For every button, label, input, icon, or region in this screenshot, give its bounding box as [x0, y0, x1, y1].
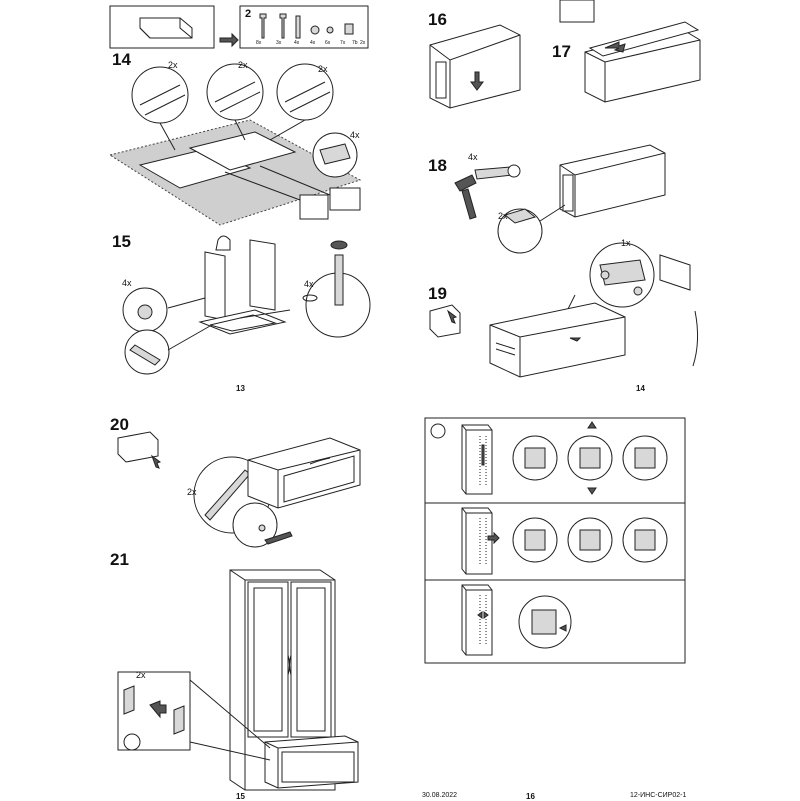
part-label-3: 4x [294, 40, 300, 46]
part-label-1: 8x [256, 40, 262, 46]
page-16: 30.08.2022 16 12-ИНС-СИР02-1 [400, 400, 800, 801]
drawer-part-box [109, 5, 369, 49]
step-21-illustration [117, 569, 359, 791]
step-18-number: 18 [428, 156, 447, 175]
step-14-illustration [108, 63, 362, 226]
drawer-icon [117, 431, 159, 463]
page-14: 16 17 18 4x 2x 19 [400, 0, 800, 400]
info-panel [424, 417, 686, 664]
page-14-number: 14 [636, 384, 645, 393]
hammer-icon [454, 174, 477, 220]
step-14-count-4: 4x [350, 130, 360, 140]
step-14-count-3: 2x [318, 64, 328, 74]
step-18-count-1: 4x [468, 152, 478, 162]
step-20-count-1: 2x [187, 487, 197, 497]
step-18-count-2: 2x [498, 211, 508, 221]
part-label-6: 7x [340, 40, 346, 46]
step-15-illustration [122, 235, 371, 375]
step-14-count-1: 2x [168, 60, 178, 70]
step-21-count-1: 2x [136, 670, 146, 680]
page-16-number: 16 [526, 792, 535, 801]
arrow-icon [149, 700, 167, 719]
part-label-5: 6x [325, 40, 331, 46]
info-icon [430, 423, 446, 439]
part-label-8: 2x [360, 40, 366, 46]
part-label-2: 3x [276, 40, 282, 46]
part-label-4: 4x [310, 40, 316, 46]
step-14-count-2: 2x [238, 60, 248, 70]
page-15: 20 2x 21 2x 15 [0, 400, 400, 801]
step-21-number: 21 [110, 550, 129, 569]
page-15-number: 15 [236, 792, 245, 801]
step-19-number: 19 [428, 284, 447, 303]
step-19-illustration [429, 242, 699, 378]
footer-date: 30.08.2022 [422, 792, 458, 799]
step-15-number: 15 [112, 232, 131, 251]
step-16-number: 16 [428, 10, 447, 29]
hand-icon [215, 235, 231, 251]
box-step-number: 2 [245, 8, 252, 20]
screw-icon [474, 166, 513, 180]
part-label-7: 7b [352, 40, 358, 46]
step-14-number: 14 [112, 50, 131, 69]
page-13-number: 13 [236, 384, 245, 393]
step-15-count-2: 4x [304, 279, 314, 289]
arrow-icon [470, 71, 484, 91]
step-18-illustration [454, 144, 666, 254]
step-15-count-1: 4x [122, 278, 132, 288]
step-20-illustration [117, 431, 361, 548]
step-16-17-illustration [429, 0, 701, 109]
page-13: 2 8x 3x 4x 4x 6x 7x 7b 2x 14 2x 2x 2x 4x… [0, 0, 400, 400]
step-20-number: 20 [110, 415, 129, 434]
step-19-count-1: 1x [621, 238, 631, 248]
arrow-icon [219, 32, 239, 48]
drawer-icon [429, 304, 461, 338]
footer-code: 12-ИНС-СИР02-1 [630, 792, 687, 799]
step-17-number: 17 [552, 42, 571, 61]
screw-icon [259, 13, 354, 39]
